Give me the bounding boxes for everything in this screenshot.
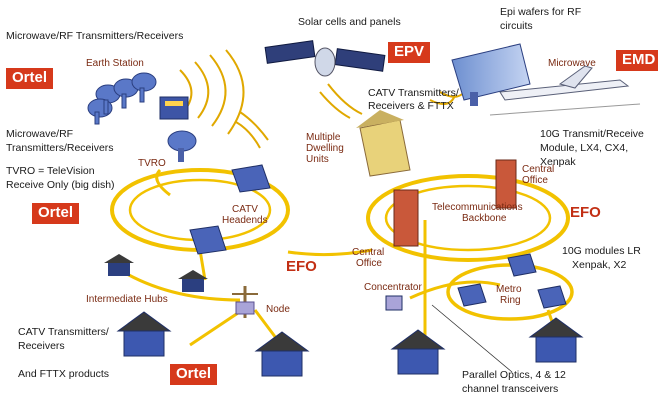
epi-label: Epi wafers for RF: [500, 6, 582, 18]
central-office-right-label: Central: [522, 164, 555, 175]
tvro-def-label: TVRO = TeleVision: [6, 165, 95, 177]
ortel-badge-top: Ortel: [6, 68, 54, 89]
central-office-left-label: Central: [352, 247, 385, 258]
ten-g-lr-label-2: Xenpak, X2: [572, 259, 627, 271]
tvro-label: TVRO: [138, 158, 166, 169]
ten-g-label-2: Module, LX4, CX4,: [540, 142, 629, 154]
central-office-right-label-2: Office: [522, 175, 548, 186]
emd-badge: EMD: [616, 50, 658, 71]
epi-label-2: circuits: [500, 20, 533, 32]
microwave-rf-mid-label: Microwave/RF: [6, 128, 74, 140]
concentrator-label: Concentrator: [364, 282, 422, 293]
node-pole: [232, 286, 258, 318]
microwave-rf-top-label: Microwave/RF Transmitters/Receivers: [6, 30, 184, 42]
catv-bottom-label: CATV Transmitters/: [18, 326, 109, 338]
epv-badge: EPV: [388, 42, 431, 63]
metro-ring-label: Metro: [496, 284, 522, 295]
telecom-backbone-label-2: Backbone: [462, 213, 507, 224]
efo-mid-label: EFO: [286, 258, 317, 275]
mdu-label: Multiple: [306, 132, 341, 143]
tvro-dish: [167, 130, 197, 162]
central-office-towers: [393, 159, 517, 247]
solar-panel: [451, 43, 531, 106]
ten-g-lr-label: 10G modules LR: [562, 245, 641, 257]
catv-headends-label-2: Headends: [222, 215, 268, 226]
parallel-optics-label: Parallel Optics, 4 & 12: [462, 369, 566, 381]
telecom-backbone-label: Telecommunications: [432, 202, 523, 213]
microwave-label: Microwave: [548, 58, 596, 69]
metro-buildings: [385, 253, 567, 311]
fttx-products-label: And FTTX products: [18, 368, 110, 380]
node-label: Node: [266, 304, 290, 315]
callout-line: [431, 304, 513, 373]
microwave-rf-mid-label-2: Transmitters/Receivers: [6, 142, 114, 154]
catv-headends-label: CATV: [232, 204, 258, 215]
intermediate-hubs: [104, 254, 208, 292]
ten-g-label: 10G Transmit/Receive: [540, 128, 644, 140]
tvro-def-label-2: Receive Only (big dish): [6, 179, 115, 191]
ortel-badge-mid: Ortel: [32, 203, 80, 224]
parallel-optics-label-2: channel transceivers: [462, 383, 559, 395]
ortel-badge-bottom: Ortel: [170, 364, 218, 385]
catv-headend-buildings: [189, 164, 271, 255]
ten-g-label-3: Xenpak: [540, 156, 576, 168]
catv-bottom-label-2: Receivers: [18, 340, 65, 352]
airplane: [489, 65, 641, 116]
intermediate-hubs-label: Intermediate Hubs: [86, 294, 168, 305]
efo-right-label: EFO: [570, 204, 601, 221]
backbone-ring: [366, 174, 570, 262]
earth-station-dishes: [87, 72, 189, 125]
houses: [116, 311, 584, 377]
mdu-label-3: Units: [306, 154, 329, 165]
solar-label: Solar cells and panels: [298, 16, 401, 28]
satellite: [264, 40, 386, 77]
metro-ring-label-2: Ring: [500, 295, 521, 306]
earth-station-label: Earth Station: [86, 58, 144, 69]
mdu-building: [356, 110, 411, 177]
central-office-left-label-2: Office: [356, 258, 382, 269]
mdu-label-2: Dwelling: [306, 143, 344, 154]
yellow-links: [119, 168, 557, 351]
catv-trx-fttx-label: CATV Transmitters/: [368, 87, 459, 99]
catv-trx-fttx-label-2: Receivers & FTTX: [368, 100, 454, 112]
